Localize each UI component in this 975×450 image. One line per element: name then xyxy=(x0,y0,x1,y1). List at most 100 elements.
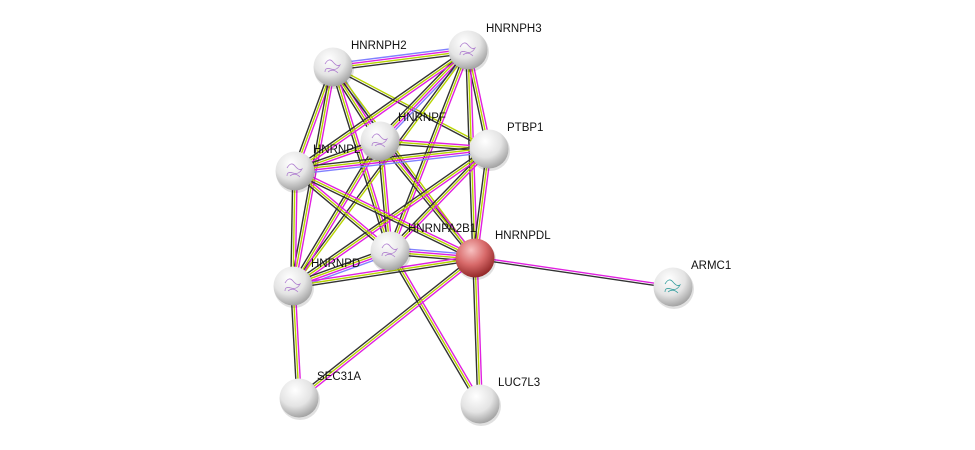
edge-evidence-experiments xyxy=(334,66,393,251)
edge-evidence-textmining xyxy=(292,140,381,287)
edge-evidence-experiments xyxy=(391,249,483,404)
edge-hnrnpdl-armc1[interactable] xyxy=(474,256,674,289)
edge-evidence-experiments xyxy=(475,256,674,287)
node-hnrnph3[interactable]: HNRNPH3 xyxy=(448,23,542,72)
edge-evidence-textmining xyxy=(333,50,469,69)
node-label: PTBP1 xyxy=(507,122,543,134)
edge-ptbp1-hnrnpl[interactable] xyxy=(294,145,490,175)
node-sphere[interactable] xyxy=(653,267,693,307)
edge-evidence-experiments xyxy=(292,255,475,285)
node-sphere[interactable] xyxy=(360,121,400,161)
edge-evidence-experiments xyxy=(391,150,492,254)
edge-evidence-experiments xyxy=(295,51,470,174)
node-label: HNRNPA2B1 xyxy=(408,223,476,235)
edge-evidence-experiments xyxy=(391,50,471,253)
node-sphere[interactable] xyxy=(469,129,509,169)
edge-evidence-textmining xyxy=(294,147,489,171)
edge-evidence-textmining xyxy=(389,250,481,405)
edge-evidence-coexpression xyxy=(293,172,475,261)
protein-structure-icon xyxy=(286,163,304,178)
edge-evidence-coexpression xyxy=(330,67,389,252)
node-label: ARMC1 xyxy=(691,260,731,272)
edge-evidence-coexpression xyxy=(377,47,467,140)
edge-evidence-experiments xyxy=(299,259,477,401)
node-ptbp1[interactable]: PTBP1 xyxy=(469,122,544,171)
protein-structure-icon xyxy=(459,42,477,57)
node-sec31a[interactable]: SEC31A xyxy=(279,371,362,420)
node-hnrnpd[interactable]: HNRNPD xyxy=(273,258,361,308)
node-sphere[interactable] xyxy=(448,30,488,70)
edge-hnrnpa2b1-luc7l3[interactable] xyxy=(387,249,483,406)
edge-evidence-coexpression xyxy=(387,251,479,406)
edge-hnrnph2-hnrnph3[interactable] xyxy=(332,46,469,71)
protein-structure-icon xyxy=(324,59,342,74)
node-label: HNRNPDL xyxy=(495,230,551,242)
node-label: LUC7L3 xyxy=(498,377,540,389)
edge-evidence-coexpression xyxy=(291,146,489,285)
edge-evidence-experiments xyxy=(295,168,392,250)
edge-hnrnph3-hnrnpa2b1[interactable] xyxy=(387,48,471,253)
node-sphere[interactable] xyxy=(273,266,313,306)
edge-evidence-coexpression xyxy=(332,67,489,151)
edge-hnrnpdl-luc7l3[interactable] xyxy=(472,257,483,405)
node-sphere[interactable] xyxy=(370,231,410,271)
edge-evidence-coexpression xyxy=(294,145,489,169)
edge-evidence-coexpression xyxy=(377,141,474,260)
node-sphere[interactable] xyxy=(455,238,495,278)
node-sphere[interactable] xyxy=(275,151,315,191)
edge-evidence-textmining xyxy=(293,50,470,288)
edge-hnrnph3-hnrnpl[interactable] xyxy=(293,47,470,174)
edge-evidence-textmining xyxy=(389,148,490,252)
edge-hnrnph2-hnrnpa2b1[interactable] xyxy=(330,66,393,252)
node-sphere[interactable] xyxy=(313,47,353,87)
edge-evidence-coexpression xyxy=(472,258,479,405)
node-sphere[interactable] xyxy=(279,378,319,418)
edge-evidence-coexpression xyxy=(293,47,468,170)
edge-evidence-textmining xyxy=(298,257,476,399)
node-label: HNRNPL xyxy=(313,144,361,156)
protein-structure-icon xyxy=(371,133,389,148)
edge-evidence-textmining xyxy=(294,170,476,259)
edge-evidence-coexpression xyxy=(387,48,467,251)
node-label: SEC31A xyxy=(317,371,361,383)
edge-evidence-experiments xyxy=(295,149,490,173)
edge-evidence-experiments xyxy=(381,139,478,258)
node-hnrnpa2b1[interactable]: HNRNPA2B1 xyxy=(370,223,477,273)
edge-hnrnpl-hnrnpdl[interactable] xyxy=(293,168,477,261)
edge-evidence-coexpression xyxy=(474,258,673,289)
edge-hnrnpl-hnrnpa2b1[interactable] xyxy=(293,168,392,254)
edge-evidence-experiments xyxy=(476,257,483,404)
edge-evidence-textmining xyxy=(294,49,469,172)
node-hnrnph2[interactable]: HNRNPH2 xyxy=(313,40,407,89)
edge-evidence-experiments xyxy=(294,67,336,287)
edge-evidence-coexpression xyxy=(297,255,475,397)
node-sphere[interactable] xyxy=(460,384,500,424)
edge-evidence-experiments xyxy=(293,150,491,289)
edge-evidence-experiments xyxy=(295,168,477,257)
edge-evidence-experiments xyxy=(332,48,468,67)
edge-hnrnpd-hnrnpdl[interactable] xyxy=(292,255,476,289)
node-armc1[interactable]: ARMC1 xyxy=(653,260,732,309)
protein-structure-icon xyxy=(284,278,302,293)
edge-evidence-textmining xyxy=(378,48,468,141)
node-luc7l3[interactable]: LUC7L3 xyxy=(460,377,541,426)
node-label: HNRNPD xyxy=(311,258,360,270)
edge-evidence-coexpression xyxy=(293,259,476,289)
node-hnrnpdl[interactable]: HNRNPDL xyxy=(455,230,552,280)
protein-structure-icon xyxy=(664,279,682,294)
edge-evidence-databases xyxy=(295,151,490,175)
edges-layer xyxy=(290,46,674,406)
edge-evidence-textmining xyxy=(332,66,391,252)
node-label: HNRNPF xyxy=(398,112,446,124)
node-hnrnpf[interactable]: HNRNPF xyxy=(360,112,446,163)
edge-evidence-textmining xyxy=(292,257,476,287)
edge-evidence-textmining xyxy=(294,170,391,252)
node-hnrnpl[interactable]: HNRNPL xyxy=(275,144,361,193)
node-label: HNRNPH3 xyxy=(486,23,542,35)
edge-evidence-coexpression xyxy=(333,52,469,71)
edge-evidence-coexpression xyxy=(293,172,390,254)
edge-hnrnpdl-sec31a[interactable] xyxy=(297,255,477,401)
edge-evidence-textmining xyxy=(474,257,481,405)
